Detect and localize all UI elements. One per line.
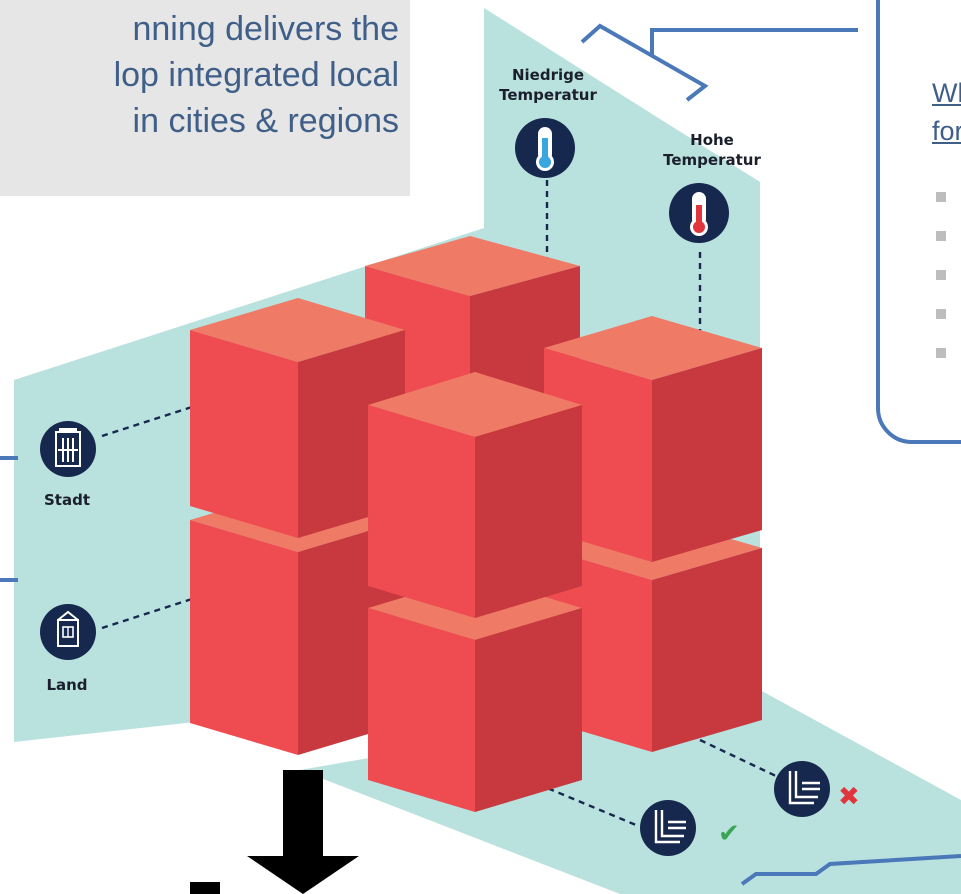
high-temp-label-line-2: Temperatur (663, 151, 761, 169)
rural-label: Land (46, 676, 87, 694)
callout-heading-line-1: Wh (932, 78, 961, 108)
callout-heading-line-2: for (932, 116, 961, 146)
suitable-guide (527, 778, 637, 827)
bullet-marker (936, 192, 946, 202)
cube-front-top (368, 372, 582, 618)
bullet-marker (936, 231, 946, 241)
cross-mark-icon: ✖ (838, 782, 860, 812)
headline-text: nning delivers the lop integrated local … (0, 6, 399, 144)
bullet-marker (936, 348, 946, 358)
headline-line-2: lop integrated local (113, 56, 399, 94)
building-network-icon (640, 800, 696, 856)
low-temp-label-line-2: Temperatur (499, 86, 597, 104)
callout-heading: Wh for (932, 74, 961, 150)
bottom-bracket (740, 854, 961, 886)
bullet-marker (936, 309, 946, 319)
low-temp-label-line-1: Niedrige (512, 66, 584, 84)
callout-box (876, 0, 961, 444)
thermometer-hot-icon (669, 183, 729, 243)
high-temp-label-line-1: Hohe (690, 131, 734, 149)
callout-bullet-list (936, 192, 946, 387)
city-guide (101, 404, 196, 438)
down-arrow-icon (190, 770, 359, 894)
headline-box (0, 0, 410, 196)
top-connector (650, 28, 858, 56)
cube-left-top (190, 298, 405, 538)
building-network-icon (774, 761, 830, 817)
rural-guide (101, 596, 196, 630)
check-mark-icon: ✔ (718, 819, 740, 849)
rural-building-icon (40, 604, 96, 660)
thermometer-cold-icon (515, 118, 575, 178)
unsuitable-guide (699, 738, 777, 778)
bullet-marker (936, 270, 946, 280)
city-building-icon (40, 421, 96, 477)
floor-panel (300, 690, 961, 894)
headline-line-3: in cities & regions (132, 102, 399, 140)
city-label: Stadt (44, 491, 90, 509)
headline-line-1: nning delivers the (132, 10, 399, 48)
cube-front-bottom (368, 576, 582, 812)
